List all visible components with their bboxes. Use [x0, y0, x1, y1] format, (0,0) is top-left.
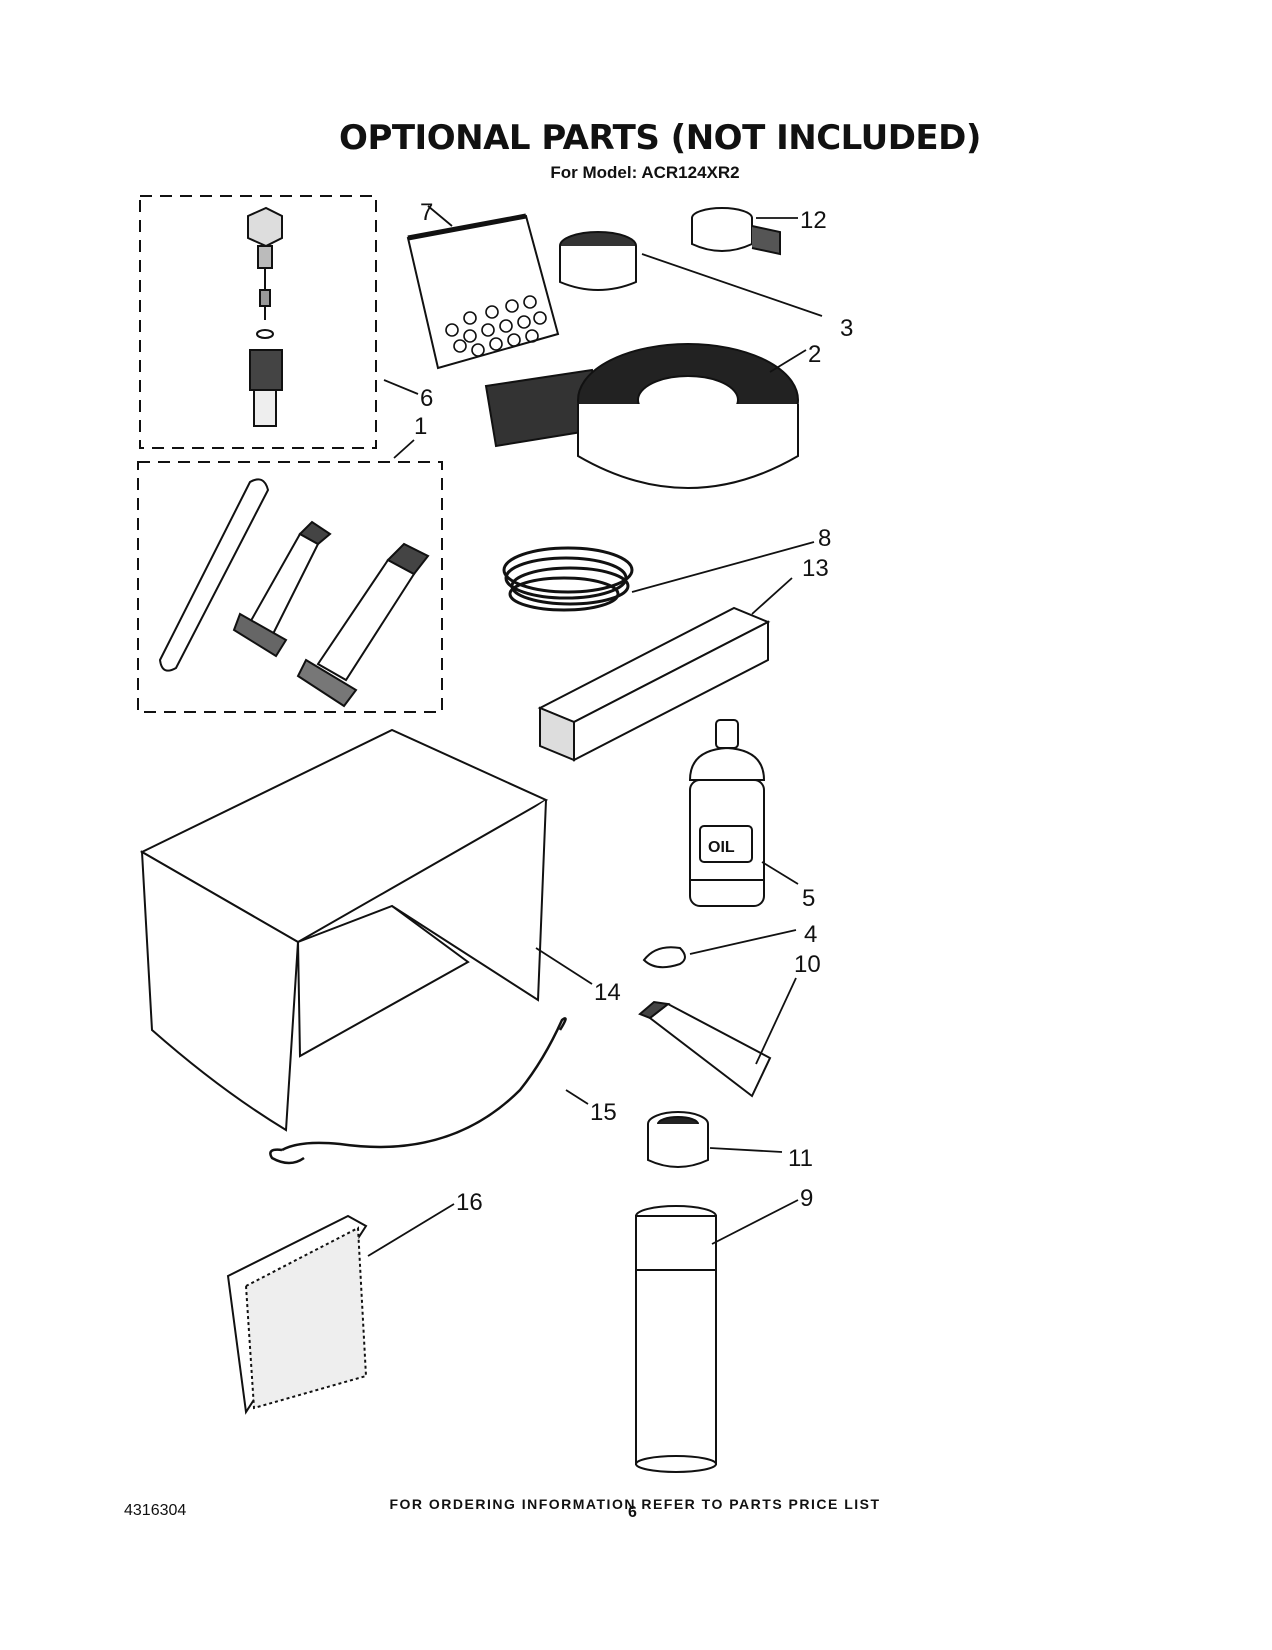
callout-15: 15 [590, 1099, 617, 1126]
callout-9: 9 [800, 1185, 813, 1212]
model-subtitle: For Model: ACR124XR2 [550, 163, 740, 182]
filter-pad-part [226, 1214, 368, 1415]
grommet-bag-part [406, 213, 560, 370]
callout-7: 7 [420, 199, 433, 226]
kit-box-6 [139, 195, 377, 449]
kit-1-contents [158, 478, 430, 708]
callout-11: 11 [788, 1145, 813, 1172]
foam-strip-part [537, 606, 771, 762]
tin-part [647, 1111, 709, 1168]
leader-lines [367, 205, 823, 1257]
callout-5: 5 [802, 885, 815, 912]
callout-1: 1 [414, 413, 427, 440]
capsule-part [642, 946, 686, 969]
page-title: OPTIONAL PARTS (NOT INCLUDED) [339, 118, 981, 158]
page-number: 6 [628, 1504, 637, 1521]
callout-13: 13 [802, 555, 829, 582]
cover-part [139, 728, 549, 1132]
tape-roll-3-part [559, 231, 637, 291]
callout-6: 6 [420, 385, 433, 412]
cord-hook-part [269, 1017, 567, 1165]
foam-roll-2-part [484, 343, 799, 489]
document-part-number: 4316304 [124, 1502, 187, 1519]
callout-4: 4 [804, 921, 817, 948]
oil-bottle-part [688, 719, 766, 907]
callout-14: 14 [594, 979, 621, 1006]
kit-box-1 [137, 461, 443, 713]
callout-10: 10 [794, 951, 821, 978]
oil-label: OIL [708, 839, 735, 856]
spray-can-part [635, 1205, 717, 1473]
callout-8: 8 [818, 525, 831, 552]
cord-coil-part [502, 546, 634, 612]
callout-3: 3 [840, 315, 853, 342]
ordering-info-note: FOR ORDERING INFORMATION REFER TO PARTS … [389, 1496, 881, 1512]
valve-assembly-part [247, 206, 283, 427]
tape-roll-12-part [691, 207, 781, 256]
callout-2: 2 [808, 341, 821, 368]
callout-12: 12 [800, 207, 827, 234]
callout-16: 16 [456, 1189, 483, 1216]
tube-part [638, 1000, 772, 1098]
